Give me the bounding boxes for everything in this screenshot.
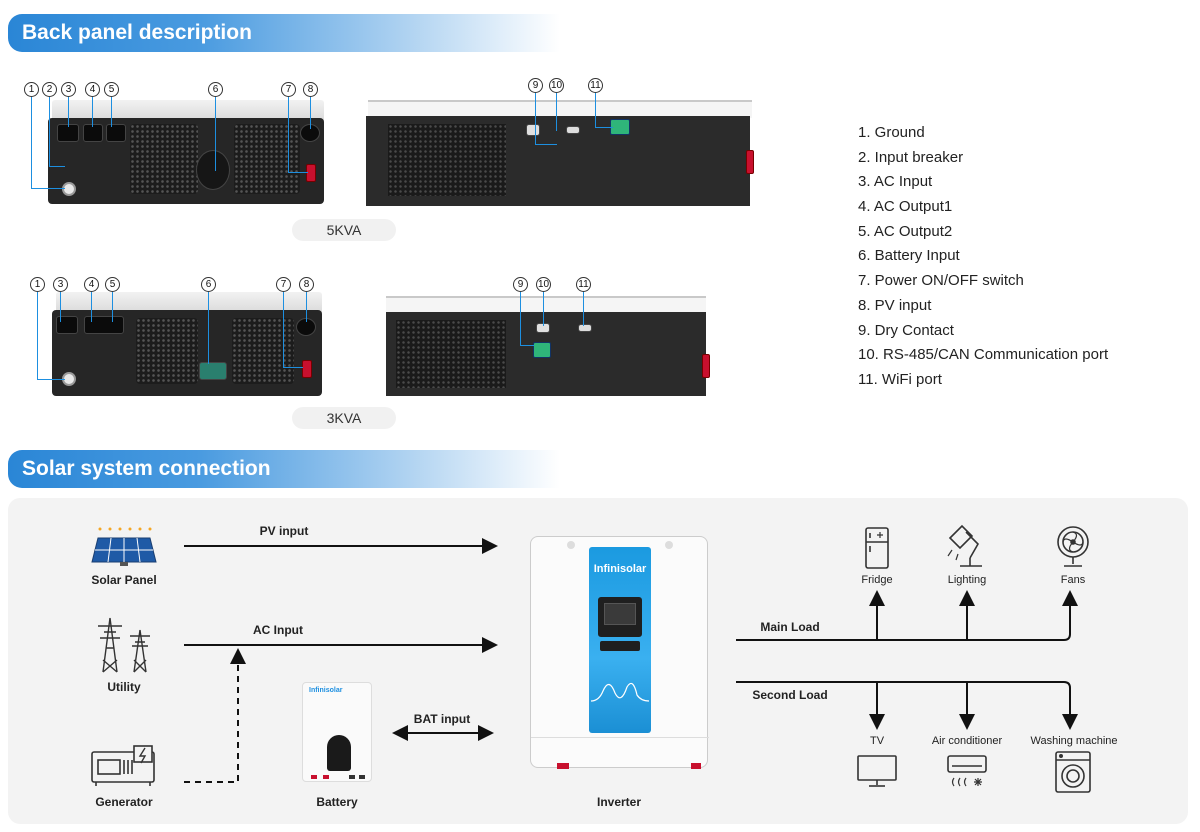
- callout-2-5kva: 2: [42, 82, 57, 97]
- callout-9-5kva: 9: [528, 78, 543, 93]
- callout-11-5kva: 11: [588, 78, 603, 93]
- callout-3-5kva: 3: [61, 82, 76, 97]
- second-load-label: Second Load: [752, 688, 828, 702]
- generator-label: Generator: [95, 795, 153, 809]
- callout-8-3kva: 8: [299, 277, 314, 292]
- generator-dashed-line: [184, 648, 246, 783]
- callout-10-3kva: 10: [536, 277, 551, 292]
- callout-1-3kva: 1: [30, 277, 45, 292]
- fans-label: Fans: [1060, 574, 1086, 586]
- ac-input-label: AC Input: [253, 623, 303, 637]
- lighting-label: Lighting: [947, 574, 987, 586]
- legend-item: 6. Battery Input: [858, 247, 960, 265]
- air-conditioner-icon: [947, 755, 987, 787]
- callout-7-3kva: 7: [276, 277, 291, 292]
- washing-machine-icon: [1055, 751, 1091, 793]
- inverter-logo: Infinisolar: [593, 563, 647, 575]
- legend-item: 9. Dry Contact: [858, 321, 954, 339]
- solar-panel-icon: [91, 527, 157, 566]
- generator-icon: [91, 745, 155, 786]
- back-panel-title: Back panel description: [22, 21, 252, 44]
- second-load-line: [736, 681, 1078, 730]
- legend-item: 10. RS-485/CAN Communication port: [858, 346, 1109, 364]
- legend-item: 4. AC Output1: [858, 198, 953, 216]
- pv-input-label: PV input: [259, 524, 309, 538]
- callout-10-5kva: 10: [549, 78, 564, 93]
- fridge-icon: [865, 527, 889, 569]
- callout-6-5kva: 6: [208, 82, 223, 97]
- air-conditioner-label: Air conditioner: [931, 735, 1003, 747]
- fridge-label: Fridge: [861, 574, 893, 586]
- solar-system-header: Solar system connection: [8, 450, 560, 488]
- washing-machine-label: Washing machine: [1030, 735, 1118, 747]
- legend-item: 5. AC Output2: [858, 222, 953, 240]
- solar-panel-label: Solar Panel: [91, 573, 157, 587]
- fan-icon: [1057, 526, 1089, 567]
- lamp-icon: [947, 524, 982, 567]
- main-load-label: Main Load: [760, 620, 820, 634]
- utility-tower-icon: [98, 617, 150, 673]
- battery-unit: Infinisolar: [302, 682, 372, 782]
- callout-4-3kva: 4: [84, 277, 99, 292]
- callout-3-3kva: 3: [53, 277, 68, 292]
- back-panel-header: Back panel description: [8, 14, 560, 52]
- callout-5-5kva: 5: [104, 82, 119, 97]
- battery-logo: Infinisolar: [309, 687, 343, 694]
- inverter-unit: Infinisolar: [530, 536, 709, 769]
- legend-item: 3. AC Input: [858, 173, 933, 191]
- legend-item: 11. WiFi port: [858, 370, 942, 388]
- callout-4-5kva: 4: [85, 82, 100, 97]
- legend-item: 1. Ground: [858, 124, 925, 141]
- callout-7-5kva: 7: [281, 82, 296, 97]
- main-load-line: [736, 590, 1078, 641]
- tv-label: TV: [869, 735, 885, 747]
- solar-system-title: Solar system connection: [22, 457, 271, 480]
- utility-label: Utility: [107, 680, 141, 694]
- model-label-5kva: 5KVA: [292, 219, 396, 241]
- callout-5-3kva: 5: [105, 277, 120, 292]
- battery-label: Battery: [316, 795, 358, 809]
- back-panel-legend: 1. Ground 2. Input breaker 3. AC Input 4…: [858, 124, 1108, 396]
- legend-item: 2. Input breaker: [858, 148, 964, 166]
- callout-8-5kva: 8: [303, 82, 318, 97]
- callout-11-3kva: 11: [576, 277, 591, 292]
- callout-1-5kva: 1: [24, 82, 39, 97]
- callout-9-3kva: 9: [513, 277, 528, 292]
- model-label-3kva: 3KVA: [292, 407, 396, 429]
- bat-input-label: BAT input: [413, 712, 471, 726]
- tv-icon: [857, 755, 897, 787]
- legend-item: 8. PV input: [858, 296, 932, 314]
- legend-item: 7. Power ON/OFF switch: [858, 272, 1024, 290]
- inverter-label: Inverter: [596, 795, 642, 809]
- callout-6-3kva: 6: [201, 277, 216, 292]
